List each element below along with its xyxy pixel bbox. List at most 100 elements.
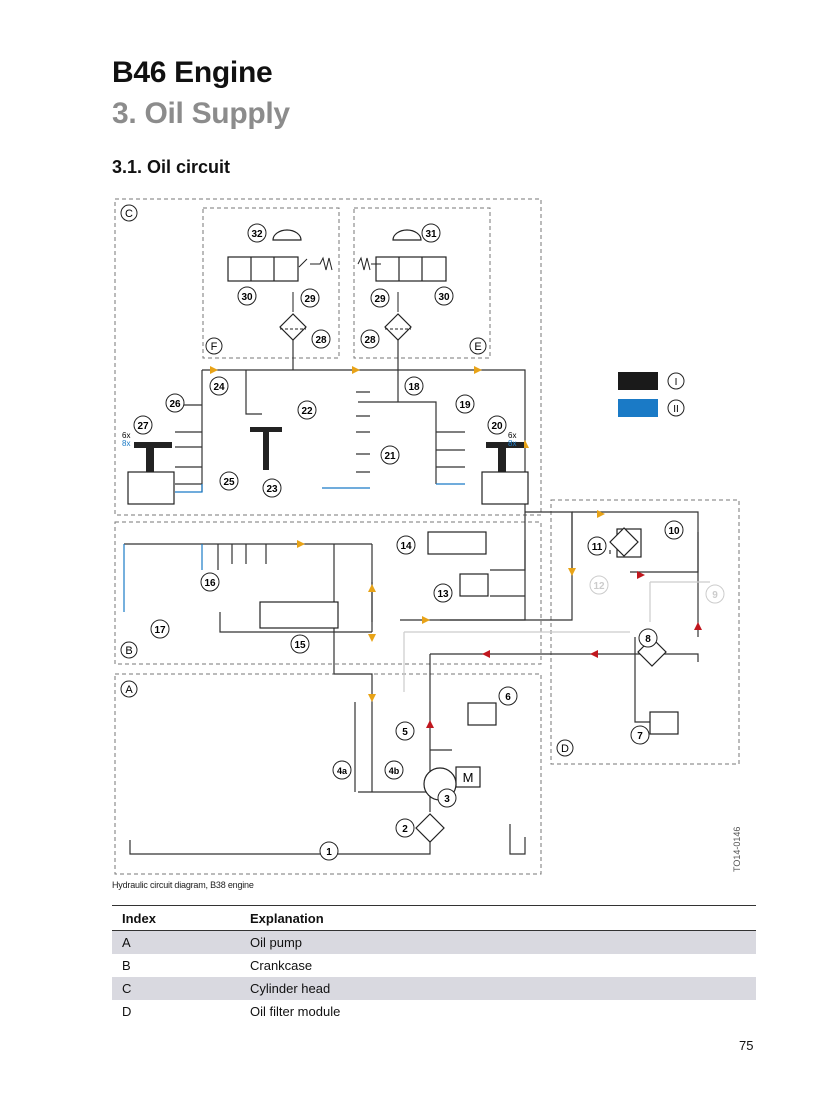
area-label-c: C xyxy=(120,204,138,222)
svg-text:10: 10 xyxy=(668,526,680,537)
svg-text:30: 30 xyxy=(438,292,450,303)
motor-label: M xyxy=(463,770,474,785)
component-label-31: 31 xyxy=(421,223,441,243)
area-b-box xyxy=(114,521,542,665)
svg-text:28: 28 xyxy=(315,335,327,346)
area-label-a: A xyxy=(120,680,138,698)
area-label-d: D xyxy=(556,739,574,757)
legend-label-i: I xyxy=(675,377,678,388)
column-header-index: Index xyxy=(112,905,240,931)
area-c-box xyxy=(114,198,542,516)
table-cell-index: B xyxy=(122,958,131,973)
component-label-6: 6 xyxy=(498,686,518,706)
component-label-17: 17 xyxy=(150,619,170,639)
component-label-2: 2 xyxy=(395,818,415,838)
component-label-29-f: 29 xyxy=(300,288,320,308)
svg-text:4a: 4a xyxy=(337,766,348,776)
svg-text:8: 8 xyxy=(645,634,651,645)
area-f-box xyxy=(202,207,340,359)
component-label-15: 15 xyxy=(290,634,310,654)
component-label-28-e: 28 xyxy=(360,329,380,349)
component-label-20: 20 xyxy=(487,415,507,435)
svg-text:2: 2 xyxy=(402,824,408,835)
legend-swatch-i xyxy=(618,372,658,390)
component-label-21: 21 xyxy=(380,445,400,465)
component-label-14: 14 xyxy=(396,535,416,555)
area-label-e: E xyxy=(469,337,487,355)
svg-text:14: 14 xyxy=(400,541,412,552)
table-cell-explanation: Oil filter module xyxy=(250,1004,341,1019)
svg-text:22: 22 xyxy=(301,406,313,417)
svg-text:29: 29 xyxy=(374,294,386,305)
svg-text:1: 1 xyxy=(326,847,332,858)
area-letter-a: A xyxy=(125,684,133,696)
legend-label-ii: II xyxy=(673,404,679,415)
multiplier-black-right: 6x xyxy=(508,431,516,440)
component-label-11: 11 xyxy=(587,536,607,556)
svg-text:7: 7 xyxy=(637,731,643,742)
svg-text:25: 25 xyxy=(223,477,235,488)
component-label-13: 13 xyxy=(433,583,453,603)
component-label-32: 32 xyxy=(247,223,267,243)
section-title: 3. Oil Supply xyxy=(112,97,290,130)
component-label-8: 8 xyxy=(638,628,658,648)
index-table: Index Explanation A Oil pump B Crankcase… xyxy=(112,905,756,1023)
table-cell-index: A xyxy=(112,930,240,954)
component-label-29-e: 29 xyxy=(370,288,390,308)
svg-text:9: 9 xyxy=(712,590,718,601)
component-label-28-f: 28 xyxy=(311,329,331,349)
component-label-24: 24 xyxy=(209,376,229,396)
component-label-18: 18 xyxy=(404,376,424,396)
area-letter-e: E xyxy=(474,341,481,353)
component-label-5: 5 xyxy=(395,721,415,741)
component-label-16: 16 xyxy=(200,572,220,592)
table-cell-index: C xyxy=(112,977,240,1000)
component-label-12: 12 xyxy=(589,575,609,595)
component-label-4b: 4b xyxy=(384,760,404,780)
svg-text:32: 32 xyxy=(251,229,263,240)
area-letter-d: D xyxy=(561,743,569,755)
table-cell-index: D xyxy=(122,1004,132,1019)
table-cell-explanation: Oil pump xyxy=(240,930,756,954)
component-label-26: 26 xyxy=(165,393,185,413)
svg-text:6: 6 xyxy=(505,692,511,703)
component-label-23: 23 xyxy=(262,478,282,498)
component-label-4a: 4a xyxy=(332,760,352,780)
area-letter-c: C xyxy=(125,208,133,220)
svg-text:19: 19 xyxy=(459,400,471,411)
svg-text:20: 20 xyxy=(491,421,503,432)
table-row: A Oil pump xyxy=(112,930,756,954)
table-cell-explanation: Cylinder head xyxy=(240,977,756,1000)
svg-text:16: 16 xyxy=(204,578,216,589)
area-letter-f: F xyxy=(211,341,218,353)
subsection-title: 3.1. Oil circuit xyxy=(112,157,231,177)
component-label-30-f: 30 xyxy=(237,286,257,306)
component-label-1: 1 xyxy=(319,841,339,861)
circuit-lines xyxy=(124,339,699,855)
component-label-22: 22 xyxy=(297,400,317,420)
figure-caption: Hydraulic circuit diagram, B38 engine xyxy=(112,880,254,890)
svg-text:28: 28 xyxy=(364,335,376,346)
svg-text:13: 13 xyxy=(437,589,449,600)
page-number: 75 xyxy=(739,1038,754,1053)
svg-text:31: 31 xyxy=(425,229,437,240)
multiplier-black-left: 6x xyxy=(122,431,130,440)
component-label-19: 19 xyxy=(455,394,475,414)
svg-text:12: 12 xyxy=(593,581,605,592)
legend: I II xyxy=(618,372,685,417)
svg-text:29: 29 xyxy=(304,294,316,305)
component-label-27: 27 xyxy=(133,415,153,435)
svg-text:26: 26 xyxy=(169,399,181,410)
svg-text:5: 5 xyxy=(402,727,408,738)
svg-text:27: 27 xyxy=(137,421,149,432)
svg-text:21: 21 xyxy=(384,451,396,462)
svg-text:4b: 4b xyxy=(389,766,400,776)
component-label-25: 25 xyxy=(219,471,239,491)
svg-text:18: 18 xyxy=(408,382,420,393)
column-header-explanation: Explanation xyxy=(240,905,756,931)
area-e-box xyxy=(353,207,491,359)
component-label-3: 3 xyxy=(437,788,457,808)
legend-swatch-ii xyxy=(618,399,658,417)
table-header-row: Index Explanation xyxy=(112,905,756,931)
area-label-b: B xyxy=(120,641,138,659)
